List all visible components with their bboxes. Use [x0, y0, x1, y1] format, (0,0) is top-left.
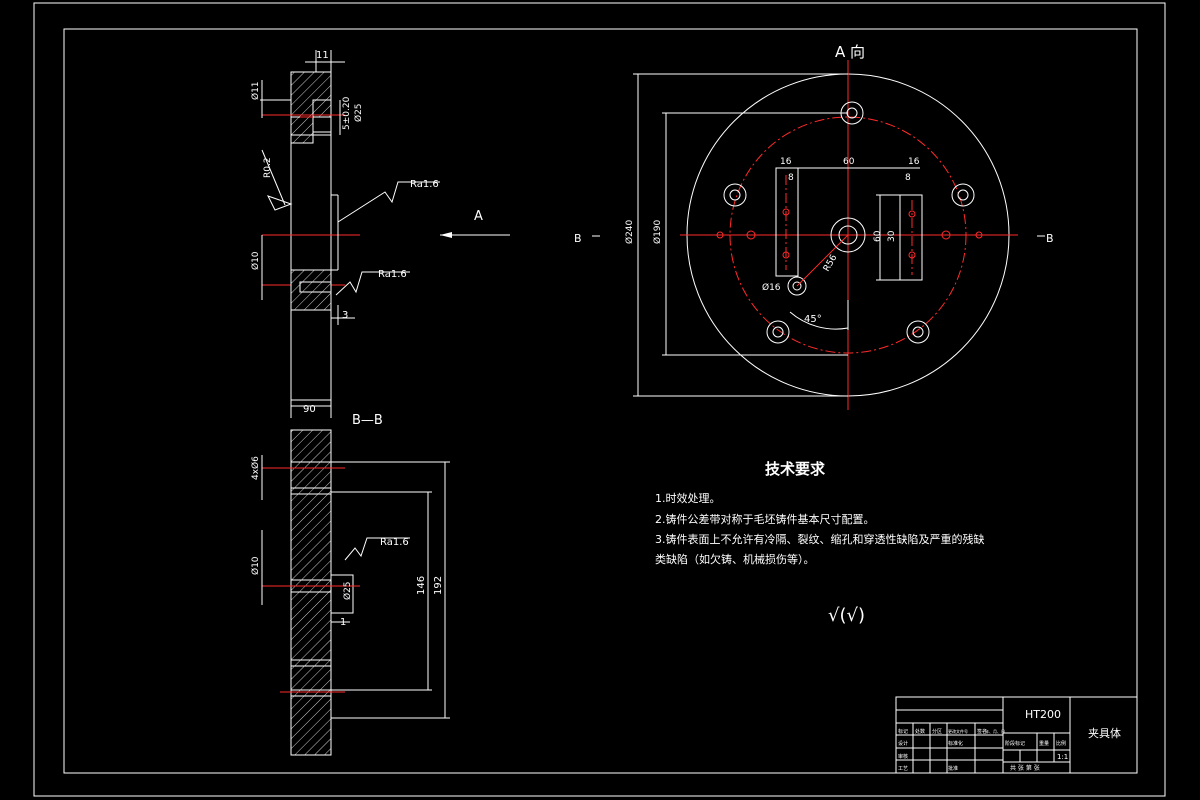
section-view [261, 429, 450, 756]
va-slot-h: 60 [873, 230, 883, 242]
outer-frame [33, 2, 1166, 797]
sec-dim-pocket: Ø25 [342, 581, 353, 600]
inner-frame [63, 28, 1138, 774]
dim-thickness: 90 [303, 404, 316, 415]
tb-cell-2: 分区 [932, 728, 942, 735]
tb-cell-13: 比例 [1056, 740, 1066, 747]
arrow-label-a: A [474, 209, 483, 224]
tb-cell-5: 年、月、日 [985, 728, 1005, 734]
roughness-note: √(√) [828, 605, 865, 626]
va-slot-w-right: 16 [908, 157, 920, 167]
dim-bore: Ø10 [250, 251, 261, 270]
requirement-2: 2.铸件公差带对称于毛坯铸件基本尺寸配置。 [655, 513, 875, 526]
rough-label-2: Ra1.6 [378, 269, 407, 280]
tb-cell-6: 设计 [898, 740, 908, 747]
requirement-3-cont: 类缺陷（如欠铸、机械损伤等）。 [655, 553, 815, 566]
va-slot-w-left: 16 [780, 157, 792, 167]
tb-cell-1: 处数 [915, 728, 925, 735]
tb-cell-0: 标记 [898, 728, 908, 735]
sec-dim-step: 1 [340, 617, 346, 628]
dim-counterbore-dia: Ø25 [353, 103, 364, 122]
tb-cell-11: 阶段标记 [1005, 740, 1025, 747]
tb-cell-4: 签名 [977, 728, 987, 735]
tb-cell-3: 更改文件号 [948, 728, 968, 734]
dim-counterbore: 5±0.20 [342, 96, 352, 130]
sec-dim-hole: 4xØ6 [250, 456, 261, 480]
rough-label-1: Ra1.6 [410, 179, 439, 190]
tb-cell-9: 工艺 [898, 766, 908, 772]
tb-cell-10: 批准 [948, 765, 958, 772]
tb-cell-14: 共 张 第 张 [1010, 764, 1040, 772]
dim-hole-dia: Ø11 [250, 81, 261, 100]
dim-step: 3 [342, 310, 348, 321]
sec-dim-inner: 146 [416, 576, 427, 595]
va-inner-dia: Ø190 [652, 219, 663, 244]
requirement-3: 3.铸件表面上不允许有冷隔、裂纹、缩孔和穿透性缺陷及严重的残缺 [655, 533, 985, 546]
va-slot-h2: 30 [887, 230, 897, 242]
part-name: 夹具体 [1088, 726, 1121, 740]
sec-dim-bore: Ø10 [250, 556, 261, 575]
material: HT200 [1025, 708, 1061, 721]
va-slot-gap-right: 8 [905, 173, 911, 183]
sec-rough: Ra1.6 [380, 537, 409, 548]
tb-cell-8: 审核 [898, 753, 908, 760]
tb-cell-12: 重量 [1039, 740, 1049, 747]
va-center-dist: 60 [843, 157, 855, 167]
view-a [592, 60, 1045, 410]
va-outer-dia: Ø240 [624, 219, 635, 244]
va-slot-gap-left: 8 [788, 173, 794, 183]
section-title: B—B [352, 413, 383, 428]
side-view [260, 50, 510, 418]
cut-label-left: B [574, 232, 582, 245]
va-radius: R56 [822, 253, 840, 274]
tb-cell-7: 标准化 [948, 740, 963, 747]
va-hole-dia: Ø16 [762, 282, 781, 293]
cut-label-right: B [1046, 232, 1054, 245]
va-angle: 45° [804, 314, 822, 325]
requirements-title: 技术要求 [765, 460, 826, 478]
title-block [895, 696, 1138, 774]
sec-dim-outer: 192 [433, 576, 444, 595]
view-a-title: A 向 [835, 43, 865, 61]
scale: 1:1 [1057, 753, 1068, 761]
requirement-1: 1.时效处理。 [655, 492, 721, 505]
dim-chamfer: R0.2 [263, 157, 273, 178]
dim-top-width: 11 [316, 50, 329, 61]
